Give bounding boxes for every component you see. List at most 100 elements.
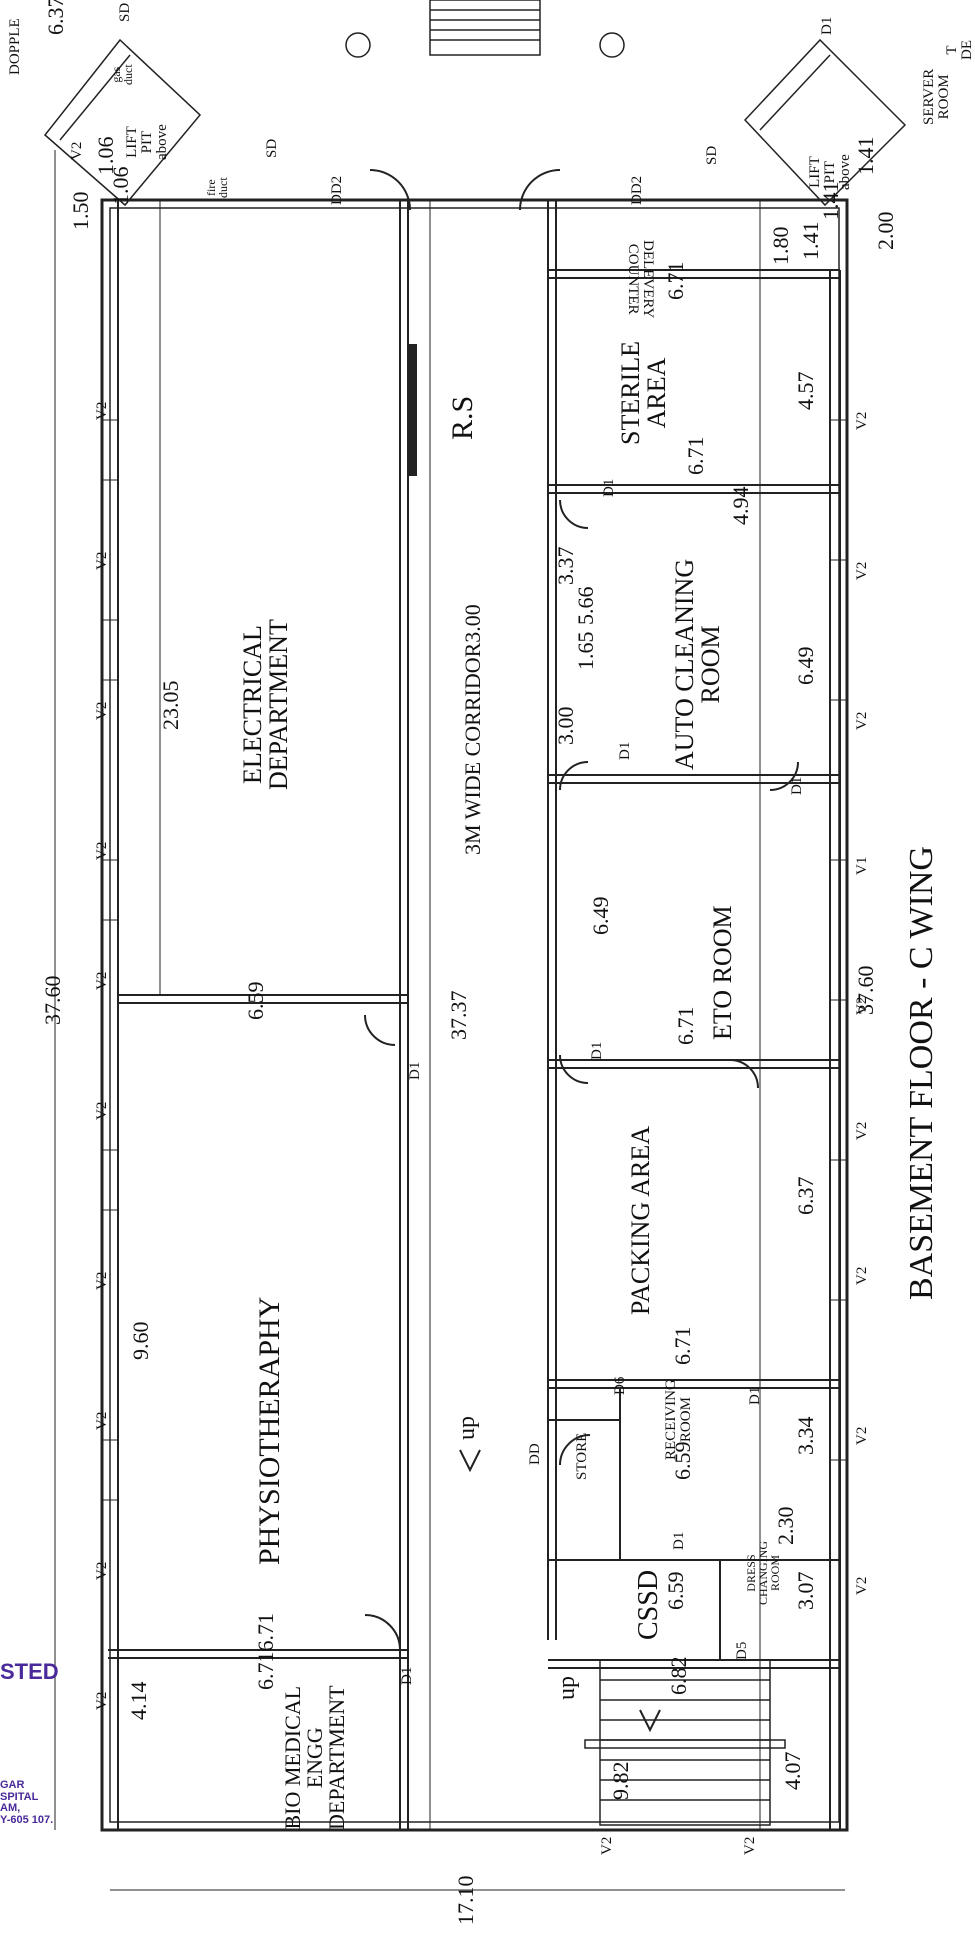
- stamp-line: STED: [0, 1659, 59, 1684]
- window-tag: V2: [69, 141, 85, 160]
- window-tag: V2: [854, 1121, 870, 1140]
- dim-overall-left: 37.60: [40, 975, 65, 1026]
- door-tag: DD: [527, 1443, 543, 1465]
- approval-stamp-address: GAR SPITAL AM, Y-605 107.: [0, 1779, 54, 1826]
- dim-407: 4.07: [780, 1751, 805, 1791]
- door-tag: DD2: [629, 175, 645, 205]
- dim-982: 9.82: [608, 1761, 633, 1801]
- dimension-lines: [54, 150, 845, 1891]
- approval-stamp: STED: [0, 1660, 59, 1683]
- window-tag: V2: [94, 971, 110, 990]
- drawing-title: BASEMENT FLOOR - C WING: [903, 846, 940, 1300]
- window-tag: V2: [854, 1426, 870, 1445]
- bio-medical-label: BIO MEDICAL ENGG DEPARTMENT: [280, 1685, 349, 1830]
- door-tag: D1: [617, 741, 633, 760]
- window-tag: V2: [599, 1836, 615, 1855]
- dim-141-b: 1.41: [818, 181, 843, 221]
- dim-566: 5.66: [573, 586, 598, 626]
- eto-room-label: ETO ROOM: [708, 905, 737, 1040]
- physiotherapy-label: PHYSIOTHERAPHY: [253, 1296, 286, 1565]
- window-tag: V2: [854, 996, 870, 1015]
- dim-180: 1.80: [768, 226, 793, 266]
- door-tag: D1: [819, 16, 835, 35]
- window-tag: V2: [94, 1691, 110, 1710]
- dim-649-a: 6.49: [588, 896, 613, 936]
- door-tag: D1: [589, 1041, 605, 1060]
- server-room-label: SERVER ROOM: [921, 68, 952, 125]
- dim-671-b: 6.71: [670, 1326, 695, 1366]
- dim-106-b: 1.06: [108, 166, 133, 206]
- window-tag: V2: [94, 1411, 110, 1430]
- dim-bio-length: 4.14: [126, 1681, 151, 1721]
- dim-physio-length: 9.60: [128, 1321, 153, 1361]
- top-stairs: [345, 0, 625, 58]
- dim-659-a: 6.59: [243, 981, 268, 1021]
- outer-wall: [100, 198, 849, 1832]
- dim-300: 3.00: [553, 706, 578, 746]
- door-tag: SD: [264, 138, 280, 158]
- window-tag: V2: [94, 1101, 110, 1120]
- window-tag: V1: [854, 856, 870, 875]
- dim-electrical-length: 23.05: [158, 680, 183, 731]
- dress-changing-room-label: DRESS CHANGING ROOM: [744, 1541, 782, 1605]
- dim-334: 3.34: [793, 1416, 818, 1456]
- window-tag: V2: [94, 401, 110, 420]
- fire-duct-label: fire duct: [204, 177, 230, 198]
- dim-637-top: 6.37: [43, 0, 68, 35]
- dim-637: 6.37: [793, 1176, 818, 1216]
- gas-duct-label: gas duct: [109, 64, 135, 85]
- dim-649-b: 6.49: [793, 646, 818, 686]
- delivery-counter-label: DELEVERY COUNTER: [625, 240, 656, 319]
- dim-659-b: 6.59: [663, 1571, 688, 1611]
- dim-659-c: 6.59: [670, 1441, 695, 1481]
- door-tag: SD: [117, 2, 133, 22]
- door-tag: D1: [789, 776, 805, 795]
- stamp-line: SPITAL: [0, 1790, 39, 1803]
- rs-shaft: [407, 344, 417, 476]
- window-tag: V2: [854, 711, 870, 730]
- packing-area-label: PACKING AREA: [626, 1125, 655, 1315]
- dim-671-e: 6.71: [663, 261, 688, 301]
- dim-307: 3.07: [793, 1571, 818, 1611]
- door-tag: D1: [601, 478, 617, 497]
- door-tag: D1: [747, 1386, 763, 1405]
- door-tag: D1: [671, 1531, 687, 1550]
- dim-682: 6.82: [666, 1656, 691, 1696]
- dim-671-d: 6.71: [683, 436, 708, 476]
- auto-cleaning-room-label: AUTO CLEANING ROOM: [670, 558, 725, 770]
- stair-up-label: up: [554, 1676, 580, 1700]
- dim-494: 4.94: [728, 486, 753, 526]
- dim-165: 1.65: [573, 631, 598, 671]
- stamp-line: Y-605 107.: [0, 1813, 54, 1826]
- doppler-label: DOPPLE: [7, 18, 23, 75]
- lift-shaft-left: [43, 38, 202, 207]
- cssd-label: CSSD: [633, 1569, 664, 1640]
- door-tag: D6: [612, 1376, 628, 1395]
- dim-141-c: 1.41: [853, 136, 878, 176]
- door-tag: D1: [407, 1061, 423, 1080]
- window-tag: V2: [854, 1266, 870, 1285]
- lift-pit-left-label: LIFT PIT above: [124, 124, 170, 160]
- dim-corridor-length: 37.37: [446, 990, 471, 1041]
- window-tag: V2: [742, 1836, 758, 1855]
- stamp-line: AM,: [0, 1802, 21, 1815]
- dim-bottom-width: 17.10: [453, 1875, 478, 1926]
- dim-337: 3.37: [553, 546, 578, 586]
- electrical-department-label: ELECTRICAL DEPARTMENT: [238, 619, 293, 790]
- store-label: STORE: [574, 1432, 590, 1480]
- door-tag: D5: [734, 1641, 750, 1660]
- dim-457: 4.57: [793, 371, 818, 411]
- lift-shaft-right: [743, 38, 907, 207]
- door-tag: SD: [704, 145, 720, 165]
- stair-up-label: up: [454, 1416, 480, 1440]
- window-tag: V2: [94, 701, 110, 720]
- dim-150: 1.50: [68, 191, 93, 231]
- window-tag: V2: [854, 411, 870, 430]
- window-tag: V2: [854, 1576, 870, 1595]
- window-tag: V2: [94, 841, 110, 860]
- dim-230: 2.30: [773, 1506, 798, 1546]
- window-tag: V2: [94, 1271, 110, 1290]
- rs-label: R.S: [446, 395, 479, 440]
- dim-671-c: 6.71: [673, 1006, 698, 1046]
